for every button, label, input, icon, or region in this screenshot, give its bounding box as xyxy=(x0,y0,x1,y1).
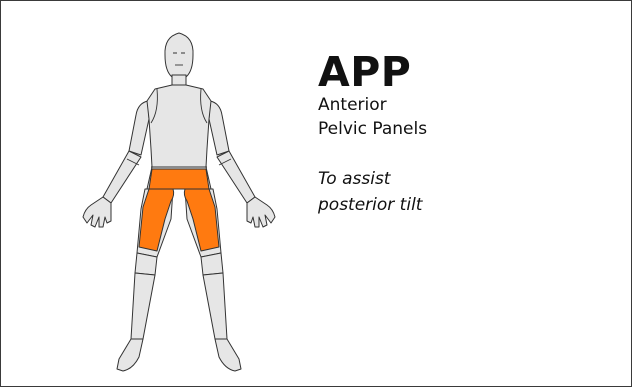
right-knee xyxy=(201,253,223,275)
right-upper-arm xyxy=(209,101,229,155)
pelvic-band xyxy=(149,169,209,189)
body-diagram-icon xyxy=(61,19,301,388)
left-foot xyxy=(117,339,143,371)
left-shin xyxy=(131,273,155,339)
right-foot xyxy=(215,339,241,371)
text-block: APP Anterior Pelvic Panels To assist pos… xyxy=(318,51,448,218)
right-shin xyxy=(203,273,227,339)
right-hand xyxy=(247,197,275,227)
torso xyxy=(147,85,211,167)
page-title: APP xyxy=(318,51,448,93)
note-text: To assist posterior tilt xyxy=(318,166,448,218)
left-knee xyxy=(135,253,157,275)
right-forearm xyxy=(217,151,255,203)
subtitle: Anterior Pelvic Panels xyxy=(318,93,438,141)
left-hand xyxy=(83,197,111,227)
left-forearm xyxy=(103,151,141,203)
left-upper-arm xyxy=(129,101,149,155)
body-diagram xyxy=(61,19,301,388)
head xyxy=(165,33,193,77)
